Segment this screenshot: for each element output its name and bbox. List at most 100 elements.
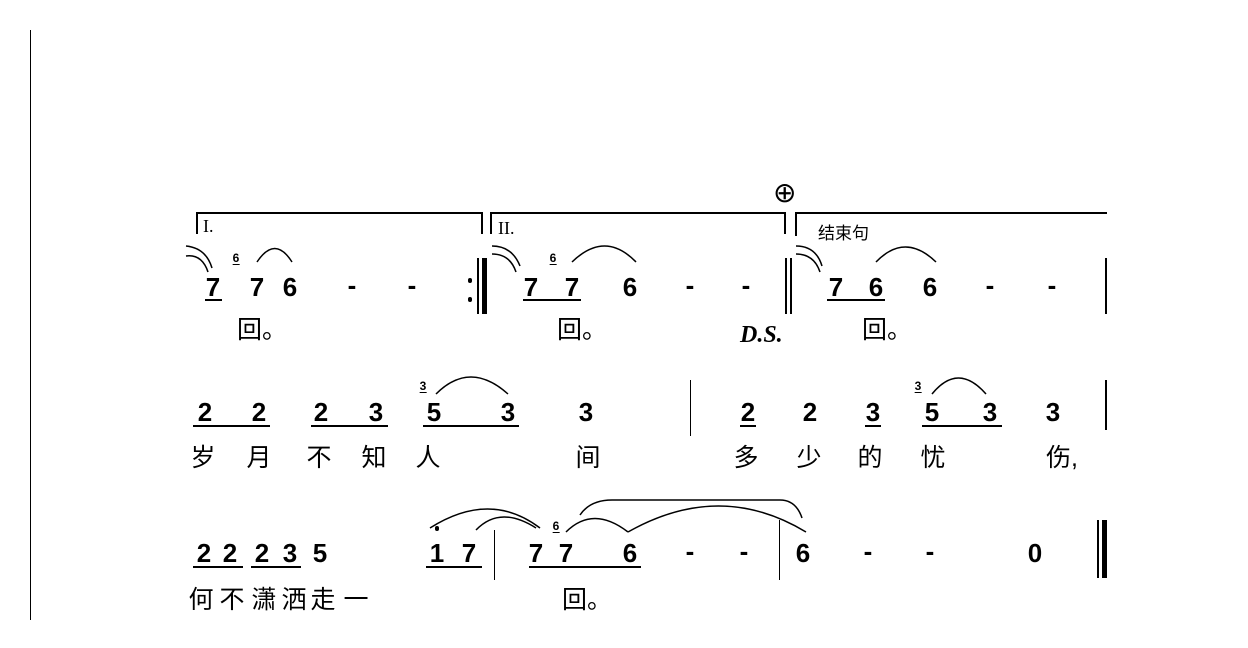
ending-phrase-label: 结束句 (818, 224, 869, 243)
grace-note: 6 (232, 251, 240, 265)
lyric: 知 (361, 444, 387, 472)
slur (795, 253, 821, 273)
dash: - (925, 536, 935, 566)
barline (494, 530, 495, 580)
note: 7 (461, 538, 477, 568)
slur (491, 245, 521, 267)
note: 3 (578, 397, 594, 427)
lyric: 不 (219, 586, 245, 614)
slur (475, 516, 537, 531)
note: 7 (249, 272, 265, 302)
underline (922, 425, 1002, 427)
note: 7 (564, 272, 580, 302)
note: 2 (313, 397, 329, 427)
left-margin-line (30, 30, 31, 620)
lyric: 间 (575, 444, 601, 472)
lyric: 洒 (281, 586, 307, 614)
volta-1-bracket-left (196, 212, 198, 234)
repeat-dot (468, 278, 472, 283)
lyric: 走 (310, 586, 336, 614)
note: 6 (282, 272, 298, 302)
slur (435, 376, 509, 395)
lyric: 不 (306, 444, 332, 472)
note: 7 (523, 272, 539, 302)
volta-1-label: I. (203, 216, 214, 236)
barline (779, 520, 780, 580)
barline (690, 380, 691, 436)
dash: - (985, 270, 995, 300)
underline (205, 299, 222, 301)
barline (1105, 380, 1107, 430)
note: 7 (528, 538, 544, 568)
lyric: 伤, (1046, 444, 1078, 472)
underline (865, 425, 881, 427)
dash: - (347, 270, 357, 300)
slur (429, 508, 541, 529)
grace-note: 6 (552, 519, 560, 533)
double-barline (785, 258, 787, 314)
volta-2-bracket-left (490, 212, 492, 234)
underline (827, 299, 885, 301)
note: 2 (196, 538, 212, 568)
dal-segno-mark: D.S. (740, 322, 783, 348)
volta-1-bracket (196, 212, 482, 214)
underline (193, 566, 243, 568)
slur (931, 377, 987, 395)
note: 5 (426, 397, 442, 427)
note: 2 (197, 397, 213, 427)
slur (185, 255, 209, 273)
volta-2-bracket (490, 212, 786, 214)
note: 3 (982, 397, 998, 427)
dash: - (741, 270, 751, 300)
dash: - (739, 536, 749, 566)
volta-3-bracket-left (795, 212, 797, 236)
lyric: 月 (246, 444, 272, 472)
note: 7 (205, 272, 221, 302)
slur (256, 247, 293, 263)
note: 0 (1027, 538, 1043, 568)
dash: - (1047, 270, 1057, 300)
repeat-barline-thick (482, 258, 487, 314)
volta-2-bracket-right (784, 212, 786, 234)
underline (311, 425, 388, 427)
note: 3 (500, 397, 516, 427)
volta-3-bracket (795, 212, 1107, 214)
lyric: 何 (188, 586, 214, 614)
volta-1-bracket-right (481, 212, 483, 234)
note: 2 (254, 538, 270, 568)
dash: - (685, 270, 695, 300)
note: 6 (795, 538, 811, 568)
note: 2 (802, 397, 818, 427)
note: 6 (622, 538, 638, 568)
lyric: 回。 (861, 316, 913, 344)
underline (423, 425, 519, 427)
slur (571, 245, 637, 263)
dash: - (685, 536, 695, 566)
slur (875, 246, 937, 263)
lyric: 回。 (556, 316, 608, 344)
lyric: 潇 (251, 586, 277, 614)
note: 5 (312, 538, 328, 568)
lyric: 少 (796, 444, 822, 472)
dash: - (407, 270, 417, 300)
slur (795, 245, 823, 267)
lyric: 回。 (561, 586, 613, 614)
grace-note: 6 (549, 251, 557, 265)
underline (193, 425, 270, 427)
grace-note: 3 (914, 379, 922, 393)
note: 3 (865, 397, 881, 427)
barline (1105, 258, 1107, 314)
note: 5 (924, 397, 940, 427)
lyric: 岁 (190, 444, 216, 472)
lyric: 一 (343, 586, 369, 614)
underline (251, 566, 301, 568)
repeat-barline (477, 258, 479, 314)
note: 2 (740, 397, 756, 427)
note: 1 (429, 538, 445, 568)
note: 6 (868, 272, 884, 302)
high-octave-dot (435, 526, 439, 531)
lyric: 多 (733, 444, 759, 472)
slur (565, 517, 629, 533)
